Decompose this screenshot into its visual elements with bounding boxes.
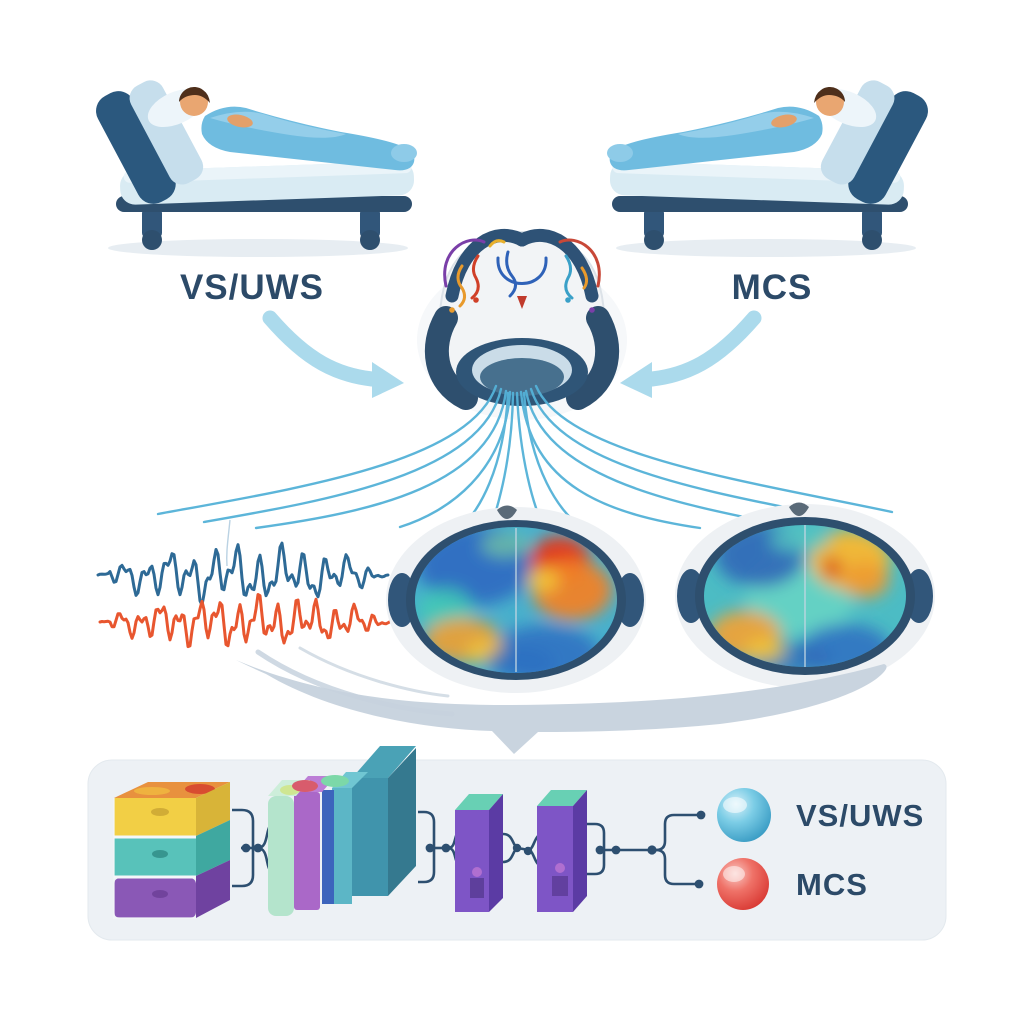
nn-connector-3-dots [512,843,533,856]
cap-earpiece-left [424,306,478,410]
flow-arrow-right-icon [620,310,762,398]
nn-connector-1-dots [241,843,263,853]
brain-heatmap-left-icon [386,505,646,693]
cap-electrodes [449,297,595,313]
cap-earpiece-right [566,306,620,410]
cap-wires [443,238,601,308]
brain-nose [789,502,809,516]
output-label-vsuws: VS/UWS [796,798,925,833]
cap-opening-core [480,358,564,396]
brain-heatmap-right-icon [675,502,935,688]
nn-connector-2-dots [425,843,451,853]
flow-arrow-left-icon [262,310,404,398]
output-wires [587,813,697,886]
hospital-bed-right-icon [607,70,934,258]
output-wire-dots [595,810,706,889]
nn-conv-block-icon [268,746,416,916]
funnel-arrow-icon [236,646,887,754]
eeg-cap-icon [417,229,627,420]
brain-nose [497,505,517,519]
output-node-vsuws [717,788,771,842]
eeg-waveforms [96,519,394,649]
cap-headband-left [445,229,529,303]
eeg-wave-blue [96,541,390,607]
patient-label-right: MCS [731,268,813,307]
hospital-bed-left-icon [90,70,417,258]
waveform-artifact-line [226,519,231,567]
output-label-mcs: MCS [796,867,868,902]
nn-input-block-icon [113,782,230,919]
nn-dense-block-1-icon [455,794,503,912]
patient-label-left: VS/UWS [179,268,325,307]
cap-wire-tip [517,296,527,309]
brain-heat-left [415,527,617,673]
eeg-wave-red [98,593,394,649]
nn-dense-block-2-icon [537,790,587,912]
output-node-mcs [717,858,769,910]
